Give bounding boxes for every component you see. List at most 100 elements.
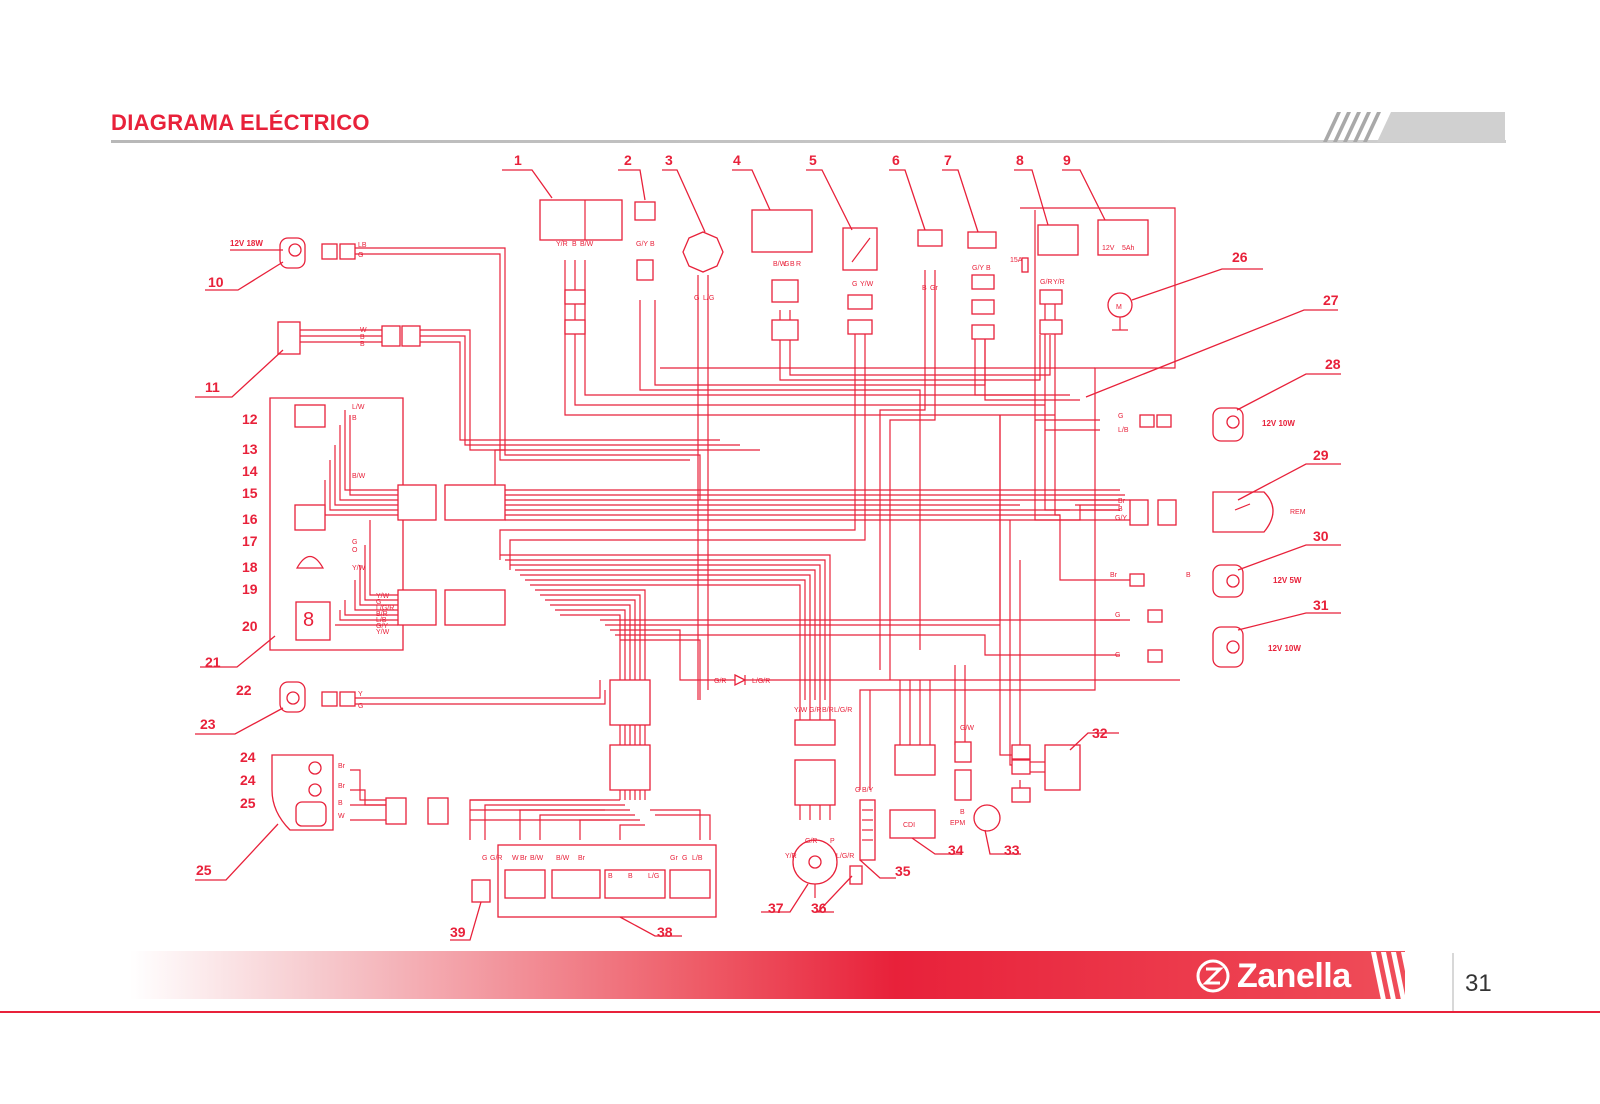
component-8-relay: 15A bbox=[1010, 224, 1079, 335]
component-2-switch bbox=[634, 201, 656, 281]
svg-text:L/G: L/G bbox=[703, 295, 714, 302]
callout-20: 20 bbox=[242, 618, 258, 634]
svg-text:Y/R: Y/R bbox=[556, 241, 568, 248]
svg-text:G: G bbox=[1115, 652, 1120, 659]
callout-35: 35 bbox=[895, 863, 911, 879]
brand-logo: Zanella bbox=[1195, 952, 1417, 1000]
component-22-bulb bbox=[279, 681, 356, 713]
wire-code-labels: LB G W B B Y/R B B/W G/Y B G L/G B/W G B… bbox=[338, 241, 1191, 880]
epm-label: EPM bbox=[950, 820, 965, 827]
instrument-panel: 8 bbox=[269, 397, 506, 651]
page-number-divider bbox=[1452, 953, 1454, 1011]
callout-8: 8 bbox=[1016, 152, 1024, 168]
svg-text:B: B bbox=[986, 265, 991, 272]
svg-text:B: B bbox=[1118, 506, 1123, 513]
svg-text:R: R bbox=[796, 261, 801, 268]
svg-text:B: B bbox=[352, 415, 357, 422]
component-39-sensor bbox=[471, 879, 491, 903]
svg-text:G: G bbox=[1118, 413, 1123, 420]
brand-stripes-icon bbox=[1370, 952, 1416, 1000]
callout-3: 3 bbox=[665, 152, 673, 168]
component-33-magneto: EPM bbox=[950, 804, 1001, 832]
svg-text:Y/W: Y/W bbox=[860, 281, 874, 288]
svg-text:L/B: L/B bbox=[692, 855, 703, 862]
svg-text:G: G bbox=[855, 787, 860, 794]
callout-36: 36 bbox=[811, 900, 827, 916]
svg-text:B: B bbox=[608, 873, 613, 880]
svg-text:Br: Br bbox=[578, 855, 586, 862]
svg-text:G: G bbox=[376, 599, 381, 606]
svg-text:L/G/R: L/G/R bbox=[752, 678, 770, 685]
bulb-rating-28: 12V 10W bbox=[1262, 419, 1295, 428]
component-7-switch bbox=[967, 231, 997, 340]
component-6-switch bbox=[917, 229, 943, 247]
brand-z-icon bbox=[1196, 959, 1230, 993]
component-11-switch bbox=[277, 321, 421, 355]
svg-text:G/Y: G/Y bbox=[1115, 515, 1127, 522]
svg-text:W: W bbox=[512, 855, 519, 862]
fuse-label: 15A bbox=[1010, 257, 1023, 264]
callout-25a: 25 bbox=[240, 795, 256, 811]
callout-11: 11 bbox=[205, 379, 220, 395]
svg-text:L/B: L/B bbox=[1118, 427, 1129, 434]
component-32-regulator bbox=[1030, 744, 1081, 791]
svg-text:B/R: B/R bbox=[822, 707, 834, 714]
diode bbox=[734, 673, 747, 687]
brand-name: Zanella bbox=[1237, 956, 1351, 995]
page-title: DIAGRAMA ELÉCTRICO bbox=[111, 110, 370, 135]
callout-13: 13 bbox=[242, 441, 258, 457]
svg-text:L/G: L/G bbox=[648, 873, 659, 880]
svg-text:G/R: G/R bbox=[805, 838, 817, 845]
svg-text:O: O bbox=[352, 547, 358, 554]
svg-text:L/W: L/W bbox=[352, 404, 365, 411]
component-30-bulb: 12V 5W bbox=[1129, 564, 1302, 598]
callout-21: 21 bbox=[205, 654, 221, 670]
svg-text:LB: LB bbox=[358, 242, 367, 249]
svg-text:G: G bbox=[352, 539, 357, 546]
callout-9: 9 bbox=[1063, 152, 1071, 168]
svg-text:B/Y: B/Y bbox=[862, 787, 874, 794]
svg-text:G: G bbox=[482, 855, 487, 862]
component-31-bulb: 12V 10W bbox=[1147, 609, 1301, 668]
callout-37: 37 bbox=[768, 900, 784, 916]
svg-text:B: B bbox=[572, 241, 577, 248]
callout-2: 2 bbox=[624, 152, 632, 168]
svg-text:Br: Br bbox=[1110, 572, 1118, 579]
svg-text:Y: Y bbox=[358, 691, 363, 698]
callout-1: 1 bbox=[514, 152, 522, 168]
svg-text:L/B: L/B bbox=[376, 617, 387, 624]
callout-14: 14 bbox=[242, 463, 258, 479]
callout-28: 28 bbox=[1325, 356, 1341, 372]
callout-6: 6 bbox=[892, 152, 900, 168]
svg-text:G/R: G/R bbox=[490, 855, 502, 862]
component-36-spark-plug bbox=[849, 865, 863, 885]
svg-text:B: B bbox=[922, 285, 927, 292]
callout-16: 16 bbox=[242, 511, 258, 527]
svg-text:Gr: Gr bbox=[930, 285, 938, 292]
callout-numbers: 1 2 3 4 5 6 7 8 9 10 11 12 13 14 15 16 1… bbox=[196, 152, 1341, 940]
callout-7: 7 bbox=[944, 152, 952, 168]
callout-26: 26 bbox=[1232, 249, 1248, 265]
svg-text:B/W: B/W bbox=[773, 261, 787, 268]
svg-text:G: G bbox=[358, 703, 363, 710]
callout-4: 4 bbox=[733, 152, 741, 168]
component-5-switch bbox=[842, 227, 878, 335]
callout-39: 39 bbox=[450, 924, 466, 940]
battery-voltage: 12V bbox=[1102, 245, 1115, 252]
callout-27: 27 bbox=[1323, 292, 1339, 308]
svg-text:B: B bbox=[360, 334, 365, 341]
svg-text:B/W: B/W bbox=[556, 855, 570, 862]
callout-34: 34 bbox=[948, 842, 964, 858]
svg-text:P: P bbox=[830, 838, 835, 845]
component-4-switch bbox=[751, 209, 813, 341]
svg-text:Y/R: Y/R bbox=[1053, 279, 1065, 286]
svg-text:Br: Br bbox=[1118, 498, 1126, 505]
harness-wires bbox=[324, 207, 1180, 840]
svg-text:B: B bbox=[650, 241, 655, 248]
callout-15: 15 bbox=[242, 485, 258, 501]
svg-text:B/W: B/W bbox=[352, 473, 366, 480]
rem-label: REM bbox=[1290, 509, 1306, 516]
component-25-taillight bbox=[271, 754, 449, 831]
title-rule bbox=[111, 140, 1506, 143]
